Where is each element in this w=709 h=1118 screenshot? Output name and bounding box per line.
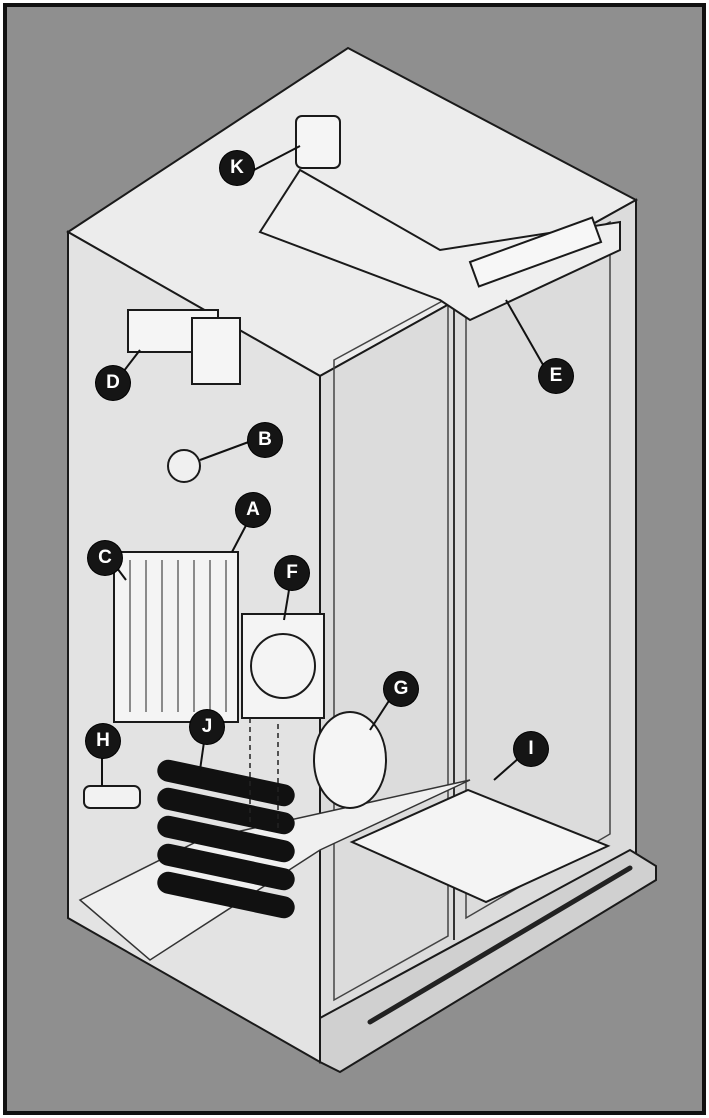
- condenser-coil: [157, 759, 295, 919]
- callout-c: C: [88, 541, 122, 575]
- callout-b: B: [248, 423, 282, 457]
- callout-a: A: [236, 493, 270, 527]
- ice-maker-motor: [191, 317, 241, 385]
- grille-slots: [367, 865, 633, 1025]
- evaporator-coil: [113, 551, 239, 723]
- callout-j: J: [190, 710, 224, 744]
- callout-h: H: [86, 724, 120, 758]
- drain-pan: [349, 788, 611, 904]
- condenser-fan-frame: [241, 613, 325, 719]
- dispenser-housing: [258, 168, 621, 322]
- callout-g: G: [384, 672, 418, 706]
- water-valve-body: [83, 785, 141, 809]
- condenser-fan-blade: [250, 633, 316, 699]
- callout-k: K: [220, 151, 254, 185]
- evaporator-fins: [129, 560, 227, 712]
- evap-fan-motor: [167, 449, 201, 483]
- compressor-body: [313, 711, 387, 809]
- dispenser-actuator: [295, 115, 341, 169]
- callout-f: F: [275, 556, 309, 590]
- callout-e: E: [539, 359, 573, 393]
- base-grille: [319, 848, 657, 1074]
- callout-i: I: [514, 732, 548, 766]
- dispenser-panel: [468, 216, 603, 288]
- fan-mount-guides: [249, 718, 279, 830]
- callout-d: D: [96, 366, 130, 400]
